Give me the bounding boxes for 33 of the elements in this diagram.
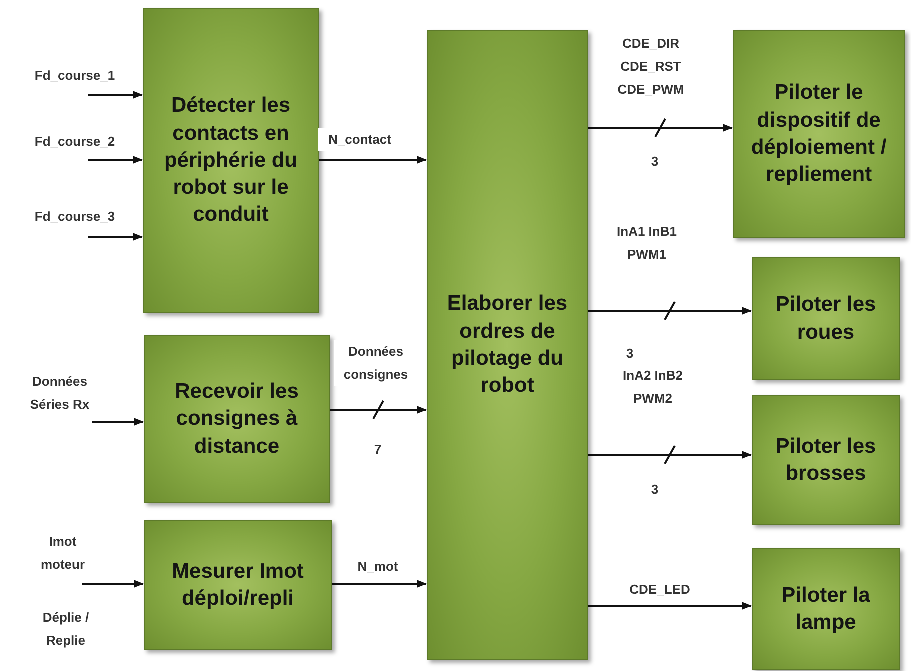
box-text: Mesurer Imot déploi/repli — [171, 558, 305, 612]
arrow — [92, 418, 144, 426]
process-box — [143, 8, 319, 313]
arrow — [88, 233, 143, 241]
arrow — [82, 580, 144, 588]
box-text: Détecter les contacts en périphérie du robot sur le conduit — [163, 93, 299, 228]
arrow — [588, 451, 752, 459]
process-box — [427, 30, 588, 660]
process-box — [144, 520, 332, 650]
arrow — [588, 124, 733, 132]
process-box — [144, 335, 330, 503]
process-box — [752, 548, 900, 670]
signal-label: 3 — [650, 481, 660, 499]
arrow — [88, 91, 143, 99]
arrow — [88, 156, 143, 164]
process-box — [752, 395, 900, 525]
arrow — [588, 602, 752, 610]
box-text: Elaborer les ordres de pilotage du robot — [446, 291, 569, 400]
arrow — [332, 580, 427, 588]
box-text: Piloter les brosses — [774, 434, 878, 487]
arrow — [319, 156, 427, 164]
signal-label: Déplie / Replie — [42, 609, 90, 650]
arrow — [588, 307, 752, 315]
box-text: Recevoir les consignes à distance — [174, 379, 300, 460]
signal-label: 3 — [625, 345, 635, 363]
box-text: Piloter les roues — [774, 292, 878, 346]
box-text: Piloter la lampe — [780, 582, 872, 636]
signal-label: 3 — [650, 153, 660, 171]
box-text: Piloter le dispositif de déploiement / repliement — [750, 80, 888, 188]
signal-label: 7 — [373, 441, 383, 459]
process-box — [733, 30, 905, 238]
process-box — [752, 257, 900, 380]
arrow — [330, 406, 427, 414]
